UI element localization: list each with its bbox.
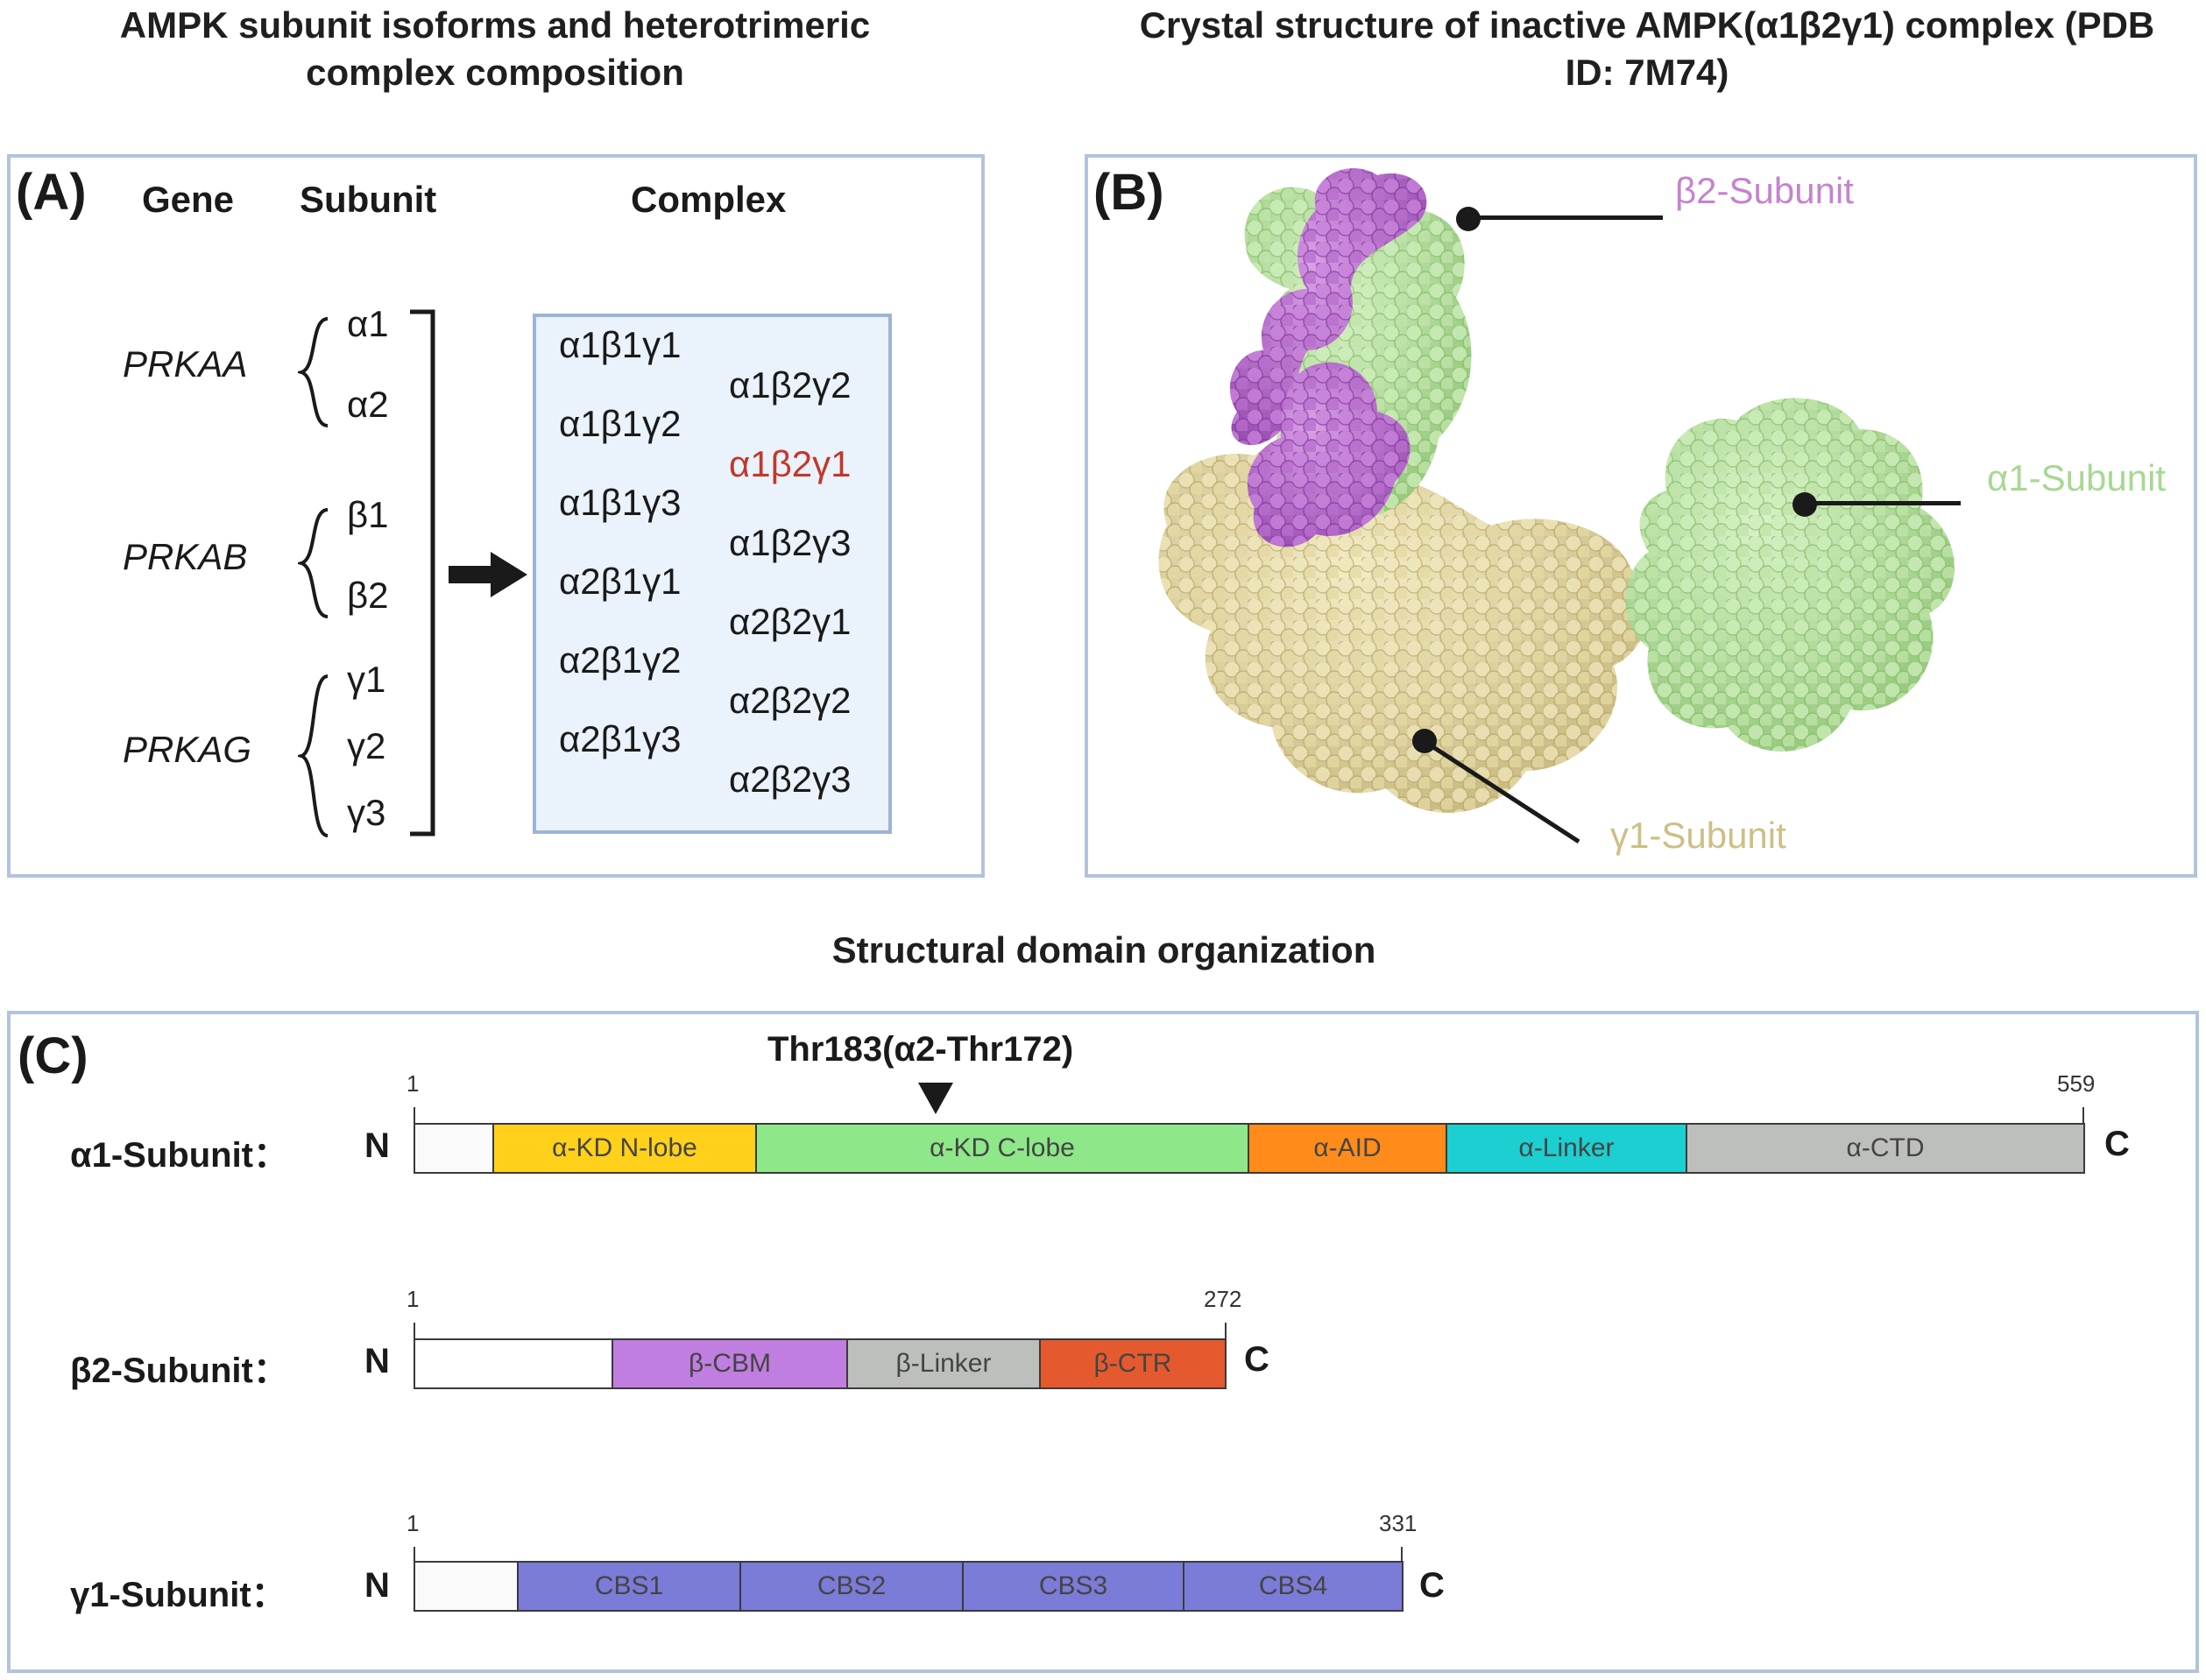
gamma1-cbs3: CBS3	[962, 1561, 1184, 1612]
alpha1-end-number: 559	[2057, 1070, 2096, 1097]
alpha1-start-number: 1	[407, 1070, 420, 1097]
gamma1-cbs1: CBS1	[517, 1561, 741, 1612]
alpha1-domain-bar: α-KD N-lobe α-KD C-lobe α-AID α-Linker α…	[414, 1123, 2085, 1174]
beta2-cbm: β-CBM	[612, 1338, 848, 1389]
gamma1-end-number: 331	[1379, 1510, 1418, 1536]
gene-prkaa: PRKAA	[123, 343, 248, 385]
gamma1-structure-label: γ1-Subunit	[1610, 815, 1786, 856]
gamma1-cbs4: CBS4	[1183, 1561, 1403, 1612]
gamma1-cbs2: CBS2	[739, 1561, 964, 1612]
complex-left-5: α2β1γ2	[559, 639, 682, 681]
subunit-alpha2: α2	[347, 384, 389, 425]
gene-header: Gene	[142, 179, 235, 220]
alpha1-linker: α-Linker	[1446, 1123, 1687, 1174]
alpha1-row-label: α1-Subunit：	[70, 1136, 289, 1175]
beta2-structure-label: β2-Subunit	[1675, 170, 1854, 211]
alpha1-kd-n-lobe: α-KD N-lobe	[492, 1123, 757, 1174]
gamma1-start-number: 1	[407, 1510, 420, 1536]
beta2-c-terminus: C	[1244, 1340, 1269, 1379]
arrow-icon	[449, 552, 527, 597]
protein-structure-image	[1158, 168, 1955, 813]
complex-right-1: α1β2γ2	[729, 364, 852, 406]
beta2-n-terminal-segment	[414, 1338, 613, 1389]
beta2-row-label: β2-Subunit：	[70, 1352, 288, 1390]
brace-beta	[298, 508, 329, 618]
gamma1-c-terminus: C	[1419, 1566, 1445, 1605]
gamma1-n-terminus: N	[364, 1566, 390, 1605]
complex-right-4: α2β2γ1	[729, 601, 852, 642]
alpha1-aid: α-AID	[1248, 1123, 1447, 1174]
gene-prkag: PRKAG	[123, 729, 252, 770]
alpha1-n-terminal-segment	[414, 1123, 494, 1174]
subunit-header: Subunit	[300, 179, 437, 220]
complex-right-2-highlight: α1β2γ1	[729, 443, 852, 484]
complex-right-6: α2β2γ3	[729, 759, 852, 800]
complex-left-1: α1β1γ1	[559, 324, 682, 365]
gamma1-row-label: γ1-Subunit：	[70, 1576, 286, 1614]
subunit-alpha1: α1	[347, 303, 389, 344]
beta2-linker: β-Linker	[846, 1338, 1041, 1389]
alpha1-ctd: α-CTD	[1686, 1123, 2085, 1174]
subunit-beta2: β2	[347, 575, 389, 616]
brace-alpha	[298, 317, 329, 427]
beta2-start-number: 1	[407, 1286, 420, 1312]
beta-leader-line	[1468, 215, 1663, 220]
complex-left-3: α1β1γ3	[559, 482, 682, 523]
alpha1-c-terminus: C	[2104, 1125, 2130, 1163]
alpha1-structure-label: α1-Subunit	[1987, 457, 2167, 498]
panel-a: (A) Gene Subunit Complex PRKAA PRKAB PRK…	[7, 154, 985, 878]
phospho-site-marker-icon	[918, 1083, 953, 1114]
panel-c-label: (C)	[18, 1027, 88, 1084]
panel-a-title: AMPK subunit isoforms and heterotrimeric…	[119, 4, 871, 93]
panel-b-title: Crystal structure of inactive AMPK(α1β2γ…	[1139, 4, 2155, 93]
complex-left-2: α1β1γ2	[559, 403, 682, 444]
complex-right-3: α1β2γ3	[729, 522, 852, 563]
panel-a-label: (A)	[16, 164, 87, 221]
gene-prkab: PRKAB	[123, 536, 248, 577]
brace-gamma	[298, 674, 329, 837]
alpha1-n-terminus: N	[364, 1126, 390, 1165]
gamma1-domain-bar: CBS1 CBS2 CBS3 CBS4	[414, 1561, 1403, 1612]
beta2-ctr: β-CTR	[1039, 1338, 1227, 1389]
subunit-gamma1: γ1	[347, 659, 386, 700]
complex-right-5: α2β2γ2	[729, 680, 852, 721]
beta2-end-number: 272	[1204, 1286, 1242, 1312]
beta2-n-terminus: N	[364, 1342, 390, 1380]
combination-bracket	[410, 309, 435, 836]
subunit-gamma2: γ2	[347, 725, 386, 766]
phospho-site-label: Thr183(α2-Thr172)	[767, 1030, 1074, 1069]
panel-c-title: Structural domain organization	[831, 929, 1376, 971]
alpha1-kd-c-lobe: α-KD C-lobe	[755, 1123, 1249, 1174]
complex-box	[533, 314, 892, 834]
alpha-leader-line	[1805, 501, 1961, 505]
complex-header: Complex	[631, 179, 787, 220]
subunit-beta1: β1	[347, 494, 389, 535]
complex-left-4: α2β1γ1	[559, 561, 682, 602]
subunit-gamma3: γ3	[347, 792, 386, 833]
panel-b-label: (B)	[1093, 164, 1164, 221]
gamma1-n-terminal-segment	[414, 1561, 519, 1612]
complex-left-6: α2β1γ3	[559, 718, 682, 759]
beta2-domain-bar: β-CBM β-Linker β-CTR	[414, 1338, 1227, 1389]
